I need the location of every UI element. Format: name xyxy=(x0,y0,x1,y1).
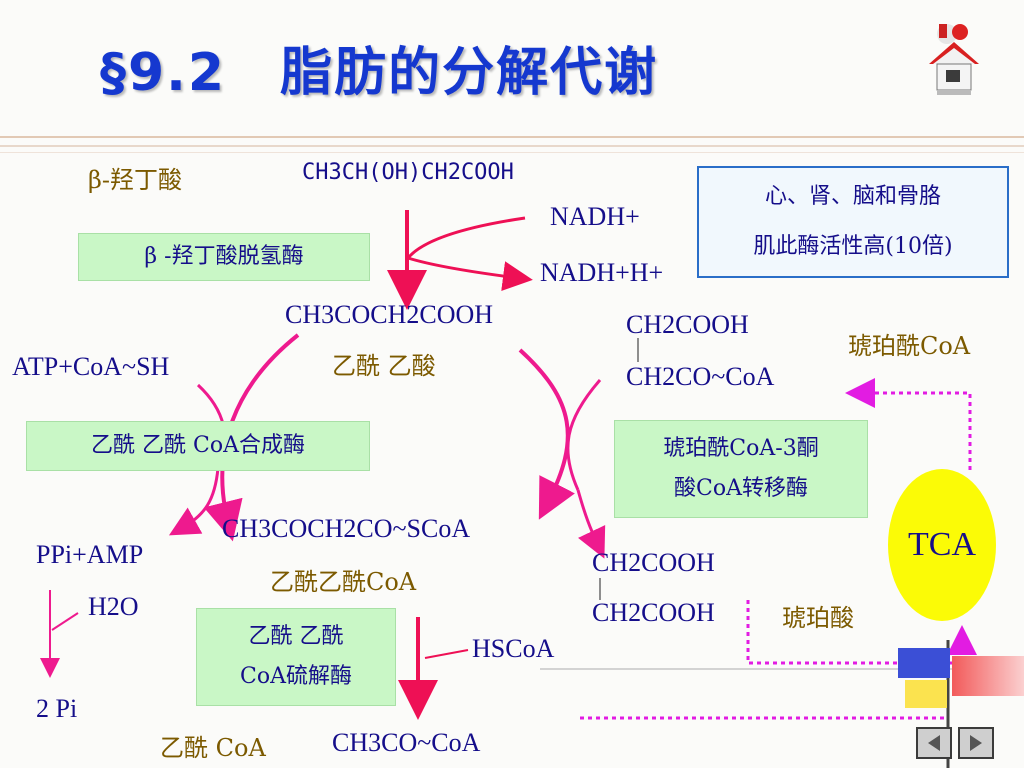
deco-block-yellow xyxy=(905,680,947,708)
acetoacetyl-coa-name: 乙酰乙酰CoA xyxy=(270,568,417,596)
arrow-hscoa-in xyxy=(424,649,469,659)
enzyme-dehydrogenase: β -羟丁酸脱氢酶 xyxy=(78,233,370,281)
dotted-tca-to-succinyl xyxy=(845,378,972,470)
info-line-2: 肌此酶活性高(10倍) xyxy=(753,234,953,259)
dotted-succinate-to-tca xyxy=(746,600,977,665)
arrow-succinate-out xyxy=(576,489,606,559)
water: H2O xyxy=(88,592,139,621)
title-divider-2 xyxy=(0,145,1024,147)
two-pi: 2 Pi xyxy=(36,694,78,723)
beta-hydroxybutyrate-name: β-羟丁酸 xyxy=(88,166,182,194)
succinate-formula-top: CH2COOH xyxy=(592,548,715,577)
enzyme-thiolase: 乙酰 乙酰 CoA硫解酶 xyxy=(196,608,396,706)
beta-hydroxybutyrate-formula: CH3CH(OH)CH2COOH xyxy=(302,160,514,185)
acetyl-coa-formula: CH3CO~CoA xyxy=(332,728,481,757)
arrow-succinyl-in xyxy=(566,379,602,491)
succinyl-coa-name: 琥珀酰CoA xyxy=(848,332,971,360)
arrow-synthase xyxy=(203,333,300,542)
enzyme-synthase: 乙酰 乙酰 CoA合成酶 xyxy=(26,421,370,471)
page-title: §9.2 脂肪的分解代谢 xyxy=(100,43,659,103)
acetoacetate-name: 乙酰 乙酸 xyxy=(332,352,436,380)
succinyl-coa-formula-bottom: CH2CO~CoA xyxy=(626,362,775,391)
arrow-ppi-out xyxy=(168,467,220,536)
acetyl-coa-name: 乙酰 CoA xyxy=(160,734,266,762)
arrow-h2o-in xyxy=(51,612,79,631)
succinate-formula-bottom: CH2COOH xyxy=(592,598,715,627)
arrow-nadh-out xyxy=(407,256,533,291)
next-slide-button[interactable] xyxy=(958,727,994,759)
tca-cycle: TCA xyxy=(888,469,996,621)
arrow-transferase xyxy=(518,348,575,520)
ppi-amp: PPi+AMP xyxy=(36,540,144,569)
triangle-right-icon xyxy=(970,735,982,751)
home-icon[interactable] xyxy=(927,20,981,98)
enzyme-transferase-line-2: 酸CoA转移酶 xyxy=(674,476,808,501)
acetoacetate-formula: CH3COCH2COOH xyxy=(285,300,494,329)
succinyl-coa-formula-top: CH2COOH xyxy=(626,310,749,339)
hscoa: HSCoA xyxy=(472,634,555,663)
title-divider xyxy=(0,136,1024,138)
info-line-1: 心、肾、脑和骨胳 xyxy=(764,184,941,209)
triangle-left-icon xyxy=(928,735,940,751)
nadh-h: NADH+H+ xyxy=(540,258,664,287)
enzyme-thiolase-line-2: CoA硫解酶 xyxy=(240,664,352,689)
arrow-nadh-in xyxy=(406,216,526,259)
succinate-name: 琥珀酸 xyxy=(782,604,854,632)
nadh-plus: NADH+ xyxy=(550,202,640,231)
acetoacetyl-coa-formula: CH3COCH2CO~SCoA xyxy=(222,514,471,543)
deco-block-red xyxy=(952,656,1024,696)
info-box: 心、肾、脑和骨胳 肌此酶活性高(10倍) xyxy=(697,166,1009,278)
prev-slide-button[interactable] xyxy=(916,727,952,759)
atp-coa-sh: ATP+CoA~SH xyxy=(12,352,170,381)
title-divider-3 xyxy=(0,152,1024,153)
deco-block-blue xyxy=(898,648,950,678)
enzyme-transferase-line-1: 琥珀酰CoA-3酮 xyxy=(663,436,819,461)
enzyme-thiolase-line-1: 乙酰 乙酰 xyxy=(248,624,344,649)
enzyme-transferase: 琥珀酰CoA-3酮 酸CoA转移酶 xyxy=(614,420,868,518)
